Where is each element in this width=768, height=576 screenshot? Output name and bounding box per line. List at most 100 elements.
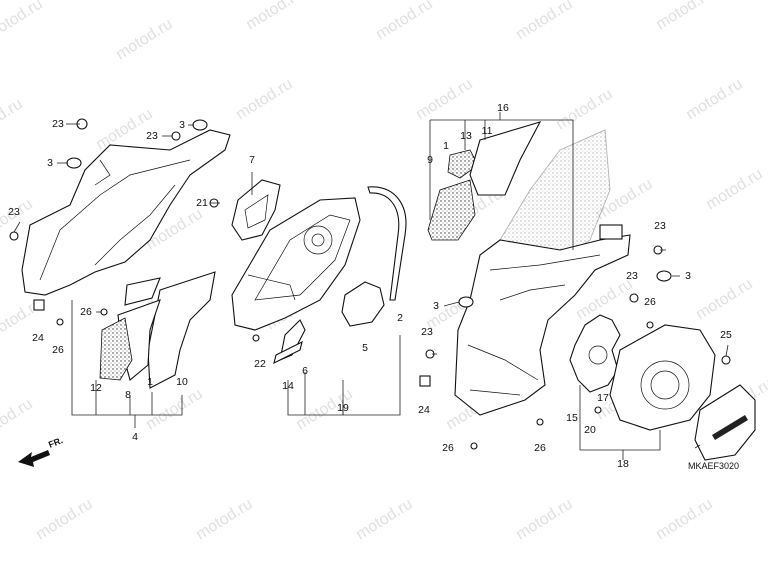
rivet-26-a bbox=[100, 308, 108, 316]
watermark-layer: motod.ru motod.ru motod.ru motod.ru motod.ru… bbox=[0, 0, 768, 543]
watermark-text: motod.ru bbox=[143, 386, 206, 434]
callout-23: 23 bbox=[654, 220, 666, 232]
bolt-23-c bbox=[9, 231, 19, 241]
watermark-text: motod.ru bbox=[373, 0, 436, 43]
rivet-26-e bbox=[536, 418, 544, 426]
watermark-text: motod.ru bbox=[0, 396, 36, 444]
callout-24: 24 bbox=[32, 332, 44, 344]
callout-12: 12 bbox=[90, 382, 102, 394]
callout-23: 23 bbox=[626, 270, 638, 282]
panel-13-stipple bbox=[447, 149, 479, 179]
cover-17 bbox=[569, 314, 621, 393]
callout-3: 3 bbox=[685, 270, 691, 282]
callout-13: 13 bbox=[460, 130, 472, 142]
screw-22 bbox=[252, 334, 260, 342]
callout-18: 18 bbox=[617, 458, 629, 470]
watermark-text: motod.ru bbox=[33, 496, 96, 544]
watermark-text: motod.ru bbox=[113, 16, 176, 64]
watermark-text: motod.ru bbox=[653, 496, 716, 544]
callout-21: 21 bbox=[196, 197, 208, 209]
callout-17: 17 bbox=[597, 392, 609, 404]
callout-23: 23 bbox=[421, 326, 433, 338]
callout-26: 26 bbox=[534, 442, 546, 454]
watermark-text: motod.ru bbox=[353, 496, 416, 544]
rivet-26-f bbox=[594, 406, 602, 414]
callout-5: 5 bbox=[362, 342, 368, 354]
panel-8 bbox=[124, 277, 161, 306]
grommet-3-d bbox=[458, 296, 474, 308]
callout-26: 26 bbox=[442, 442, 454, 454]
front-arrow: FR. bbox=[18, 435, 64, 467]
bolt-25 bbox=[721, 355, 731, 365]
trim-strip-2 bbox=[367, 186, 407, 301]
callout-22: 22 bbox=[254, 358, 266, 370]
callout-25: 25 bbox=[720, 329, 732, 341]
callout-9: 9 bbox=[427, 154, 433, 166]
watermark-text: motod.ru bbox=[653, 0, 716, 33]
callout-7: 7 bbox=[249, 154, 255, 166]
watermark-text: motod.ru bbox=[513, 496, 576, 544]
grommet-3-b bbox=[192, 119, 208, 131]
clip-24 bbox=[33, 299, 45, 311]
pad-14b bbox=[273, 340, 303, 365]
watermark-text: motod.ru bbox=[553, 86, 616, 134]
diagram-code: MKAEF3020 bbox=[688, 461, 739, 471]
callout-3: 3 bbox=[179, 119, 185, 131]
callout-4: 4 bbox=[132, 431, 138, 443]
callout-1: 1 bbox=[443, 140, 449, 152]
leader-lines bbox=[13, 112, 729, 460]
panel-9-stipple bbox=[427, 179, 476, 241]
callout-23: 23 bbox=[8, 206, 20, 218]
cover-15 bbox=[609, 324, 716, 431]
watermark-text: motod.ru bbox=[413, 76, 476, 124]
callout-11: 11 bbox=[482, 125, 493, 137]
cover-18 bbox=[694, 384, 756, 461]
callout-3: 3 bbox=[47, 157, 53, 169]
right-main-cowl bbox=[454, 234, 631, 416]
callout-20: 20 bbox=[584, 424, 596, 436]
cover-18-emblem bbox=[712, 415, 748, 440]
callout-26: 26 bbox=[644, 296, 656, 308]
callout-2: 2 bbox=[397, 312, 403, 324]
callout-3: 3 bbox=[433, 300, 439, 312]
watermark-text: motod.ru bbox=[0, 96, 26, 144]
callout-24: 24 bbox=[418, 404, 430, 416]
grommet-3-c bbox=[656, 270, 672, 282]
rivet-26-d bbox=[470, 442, 478, 450]
callout-23: 23 bbox=[146, 130, 158, 142]
callout-15: 15 bbox=[566, 412, 578, 424]
clip-24-b bbox=[419, 375, 431, 387]
bolt-23-b bbox=[171, 131, 181, 141]
watermark-text: motod.ru bbox=[693, 276, 756, 324]
callout-26: 26 bbox=[52, 344, 64, 356]
callout-6: 6 bbox=[302, 365, 308, 377]
bolt-23-e bbox=[629, 293, 639, 303]
watermark-text: motod.ru bbox=[703, 166, 766, 214]
cover-5 bbox=[341, 281, 385, 327]
watermark-text: motod.ru bbox=[513, 0, 576, 43]
callout-16: 16 bbox=[497, 102, 509, 114]
rivet-26-b bbox=[56, 318, 64, 326]
callout-10: 10 bbox=[176, 376, 188, 388]
callout-19: 19 bbox=[337, 402, 349, 414]
watermark-text: motod.ru bbox=[0, 0, 46, 43]
callout-23: 23 bbox=[52, 118, 64, 130]
callout-1: 1 bbox=[147, 376, 153, 388]
callout-26: 26 bbox=[80, 306, 92, 318]
left-upper-cowl bbox=[21, 129, 231, 296]
callout-14: 14 bbox=[282, 380, 294, 392]
inner-panel-6 bbox=[231, 197, 361, 331]
grommet-3-a bbox=[66, 157, 82, 169]
panel-12-stipple bbox=[99, 317, 133, 381]
bracket bbox=[599, 224, 623, 240]
watermark-text: motod.ru bbox=[233, 76, 296, 124]
watermark-text: motod.ru bbox=[243, 0, 306, 33]
svg-text:FR.: FR. bbox=[47, 435, 64, 450]
watermark-text: motod.ru bbox=[683, 76, 746, 124]
panel-10 bbox=[147, 271, 216, 389]
panel-11 bbox=[469, 121, 542, 196]
watermark-text: motod.ru bbox=[193, 496, 256, 544]
